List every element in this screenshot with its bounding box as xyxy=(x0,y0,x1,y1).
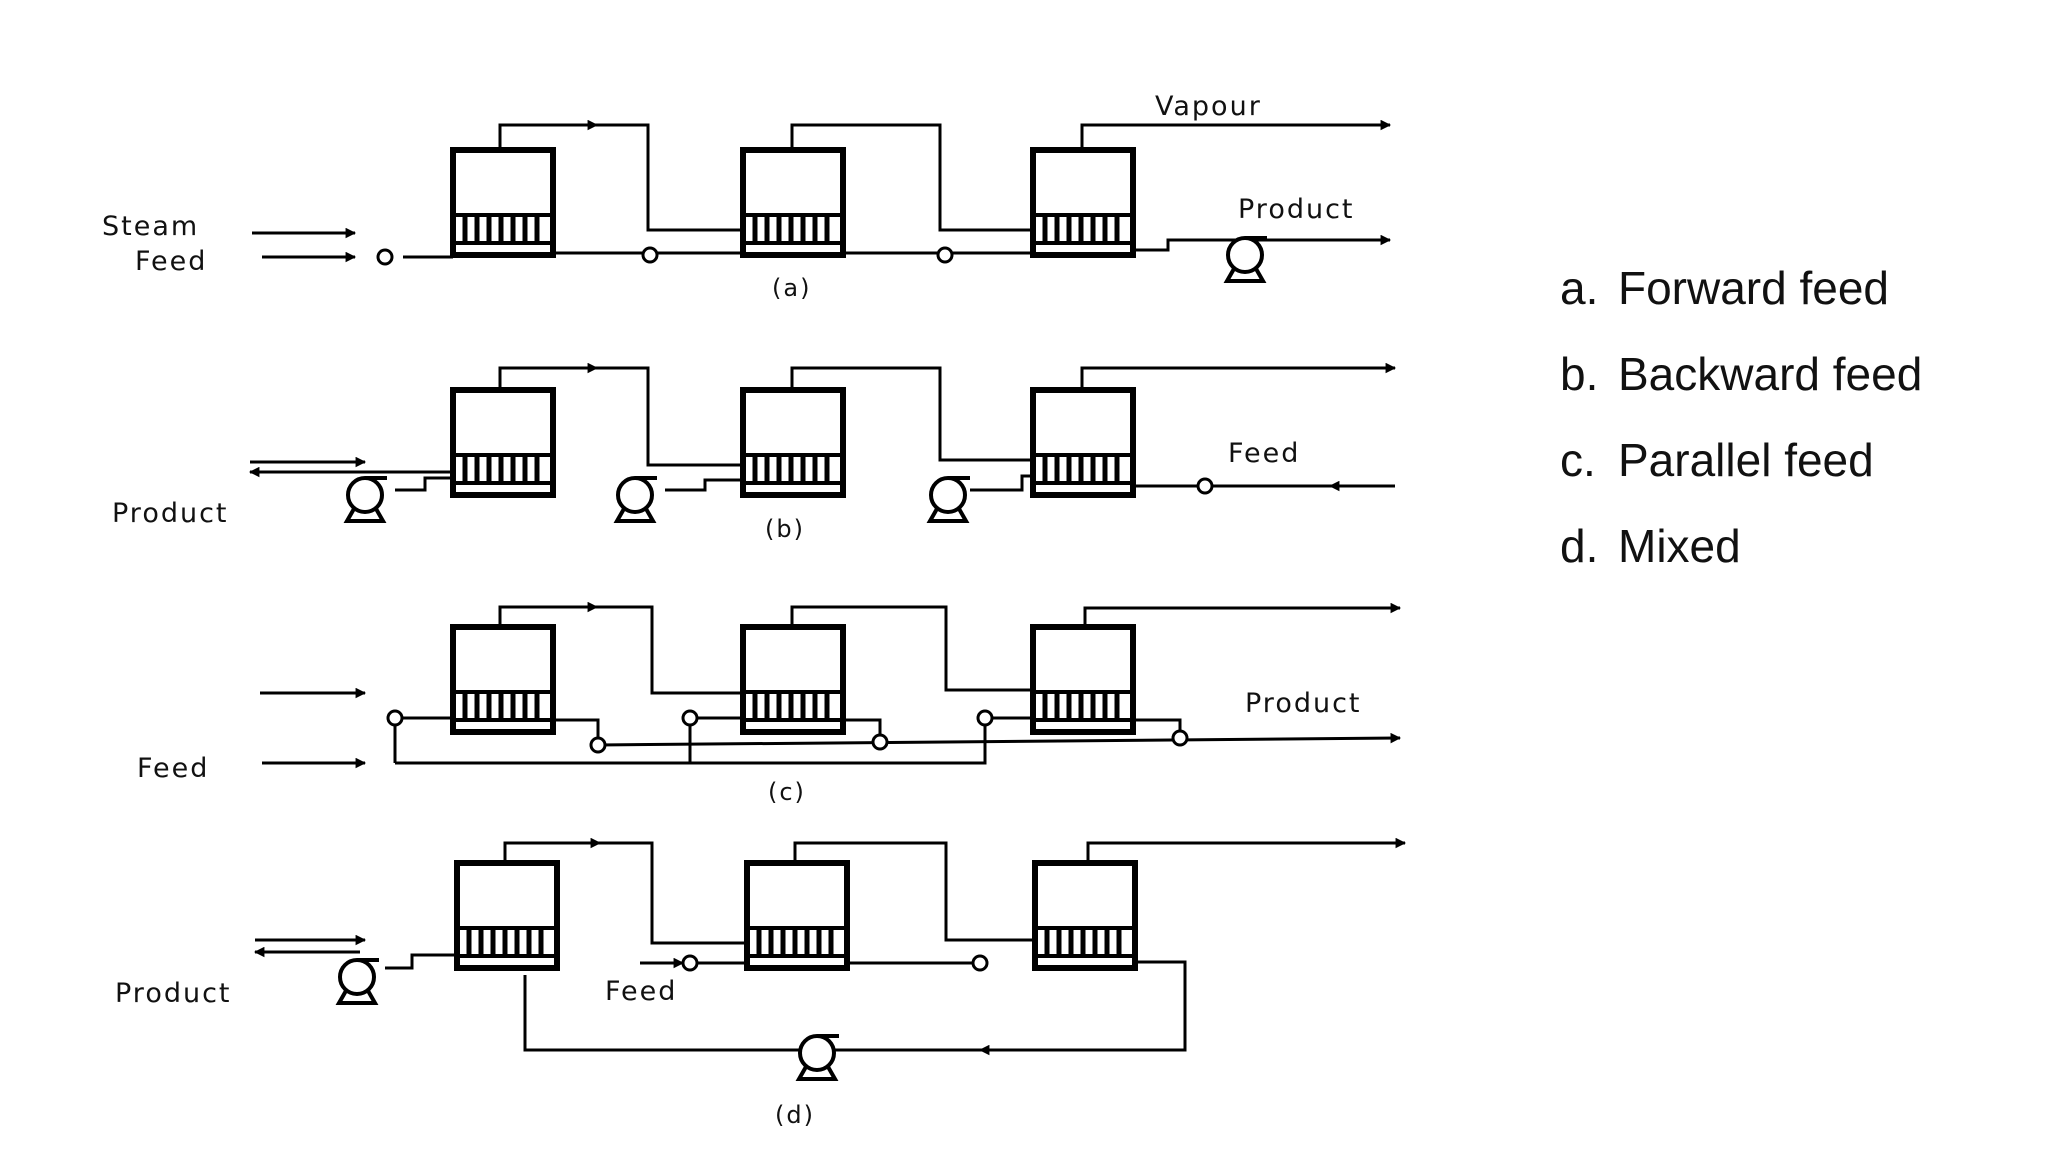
legend-item: d. Mixed xyxy=(1560,516,1922,602)
legend-label: Parallel feed xyxy=(1618,434,1874,486)
legend-letter: c. xyxy=(1560,434,1596,486)
legend-item: c. Parallel feed xyxy=(1560,430,1922,516)
caption-d: (d) xyxy=(775,1101,815,1129)
label-c-product: Product xyxy=(1245,688,1362,719)
legend-item: a. Forward feed xyxy=(1560,258,1922,344)
caption-c: (c) xyxy=(768,778,806,806)
legend-label: Forward feed xyxy=(1618,262,1890,314)
label-d-product: Product xyxy=(115,978,232,1009)
label-a-product: Product xyxy=(1238,194,1355,225)
label-b-feed: Feed xyxy=(1228,438,1300,469)
legend-letter: b. xyxy=(1560,348,1599,400)
caption-a: (a) xyxy=(772,274,811,302)
diagram-b xyxy=(248,362,1397,492)
label-a-steam: Steam xyxy=(102,211,199,242)
legend-letter: d. xyxy=(1560,520,1599,572)
diagram-d xyxy=(253,837,1407,1056)
label-a-feed: Feed xyxy=(135,246,207,277)
diagram-c xyxy=(260,601,1402,769)
legend-label: Mixed xyxy=(1618,520,1741,572)
diagram-a xyxy=(252,119,1392,263)
label-b-product: Product xyxy=(112,498,229,529)
legend-label: Backward feed xyxy=(1618,348,1923,400)
feed-type-legend: a. Forward feed b. Backward feed c. Paralle… xyxy=(1560,258,1922,602)
legend-letter: a. xyxy=(1560,262,1599,314)
legend-item: b. Backward feed xyxy=(1560,344,1922,430)
label-d-feed: Feed xyxy=(605,976,677,1007)
evaporator-feed-diagram: Steam Feed Vapour Product (a) Product Fe… xyxy=(102,91,1407,1129)
label-a-vapour: Vapour xyxy=(1155,91,1262,122)
caption-b: (b) xyxy=(765,515,805,543)
label-c-feed: Feed xyxy=(137,753,209,784)
